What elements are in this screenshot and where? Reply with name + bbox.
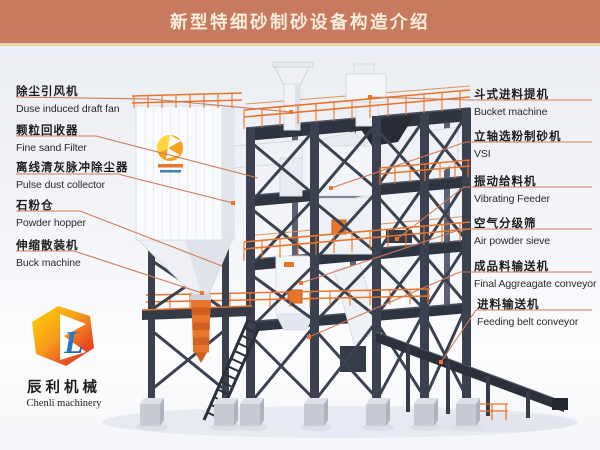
logo-company-name-zh: 辰利机械 <box>27 380 101 396</box>
bucket-elevator-head <box>345 63 387 127</box>
label-zh: 空气分级筛 <box>474 218 537 230</box>
label-en: Duse induced draft fan <box>16 103 120 115</box>
label-powder-hopper: 石粉仓 Powder hopper <box>16 197 86 229</box>
label-en: VSI <box>474 148 491 160</box>
label-en: Air powder sieve <box>474 235 551 247</box>
label-zh: 成品料输送机 <box>474 261 549 273</box>
label-vibrating-feeder: 振动给料机 Vibrating Feeder <box>474 173 550 205</box>
silo-brand-logo <box>157 135 183 173</box>
label-zh: 立轴选粉制砂机 <box>474 131 562 143</box>
label-zh: 进料输送机 <box>477 299 540 311</box>
air-powder-sieve <box>275 255 315 331</box>
feeding-belt-conveyor <box>375 331 568 420</box>
leader-lines <box>15 96 592 363</box>
label-vsi: 立轴选粉制砂机 VSI <box>474 128 562 160</box>
label-en: Fine sand Filter <box>16 142 87 154</box>
label-zh: 振动给料机 <box>474 176 537 188</box>
label-zh: 除尘引风机 <box>16 86 79 98</box>
label-final-aggregate-conveyor: 成品料输送机 Final Aggreagate conveyor <box>474 258 597 290</box>
silo-body <box>135 105 235 241</box>
label-fine-sand-filter: 颗粒回收器 Fine sand Filter <box>16 122 87 154</box>
silo-connection-duct <box>233 139 303 197</box>
label-en: Vibrating Feeder <box>474 193 550 205</box>
exhaust-chimney-duct <box>272 61 314 131</box>
title-bar: 新型特细砂制砂设备构造介绍 <box>0 0 600 46</box>
vsi-sand-maker <box>314 131 377 255</box>
page-title: 新型特细砂制砂设备构造介绍 <box>170 12 430 32</box>
label-bucket-machine: 斗式进料提机 Bucket machine <box>474 86 549 118</box>
dust-collector-silo <box>131 92 253 398</box>
label-en: Buck machine <box>16 257 81 269</box>
label-dust-induced-draft-fan: 除尘引风机 Duse induced draft fan <box>16 83 120 115</box>
concrete-footings <box>136 398 484 431</box>
label-zh: 伸缩散装机 <box>16 240 79 252</box>
logo-company-name-en: Chenli machinery <box>26 398 102 409</box>
company-logo: L 辰利机械 Chenli machinery <box>14 304 114 409</box>
label-zh: 石粉仓 <box>16 200 54 212</box>
tower-columns <box>246 108 471 404</box>
label-buck-machine: 伸缩散装机 Buck machine <box>16 237 81 269</box>
logo-hexagon-icon: L <box>32 306 94 366</box>
svg-text:L: L <box>63 324 84 360</box>
telescopic-chute <box>191 300 211 363</box>
label-en: Powder hopper <box>16 217 86 229</box>
label-feeding-belt-conveyor: 进料输送机 Feeding belt conveyor <box>477 296 578 328</box>
label-en: Feeding belt conveyor <box>477 316 579 328</box>
label-zh: 颗粒回收器 <box>16 125 79 137</box>
label-air-powder-sieve: 空气分级筛 Air powder sieve <box>474 215 550 247</box>
label-en: Pulse dust collector <box>16 179 106 191</box>
label-pulse-dust-collector: 离线清灰脉冲除尘器 Pulse dust collector <box>16 159 129 191</box>
leader-dots <box>200 95 443 364</box>
label-en: Bucket machine <box>474 106 548 118</box>
label-en: Final Aggreagate conveyor <box>474 278 597 290</box>
label-zh: 斗式进料提机 <box>474 89 549 101</box>
label-zh: 离线清灰脉冲除尘器 <box>16 162 129 174</box>
